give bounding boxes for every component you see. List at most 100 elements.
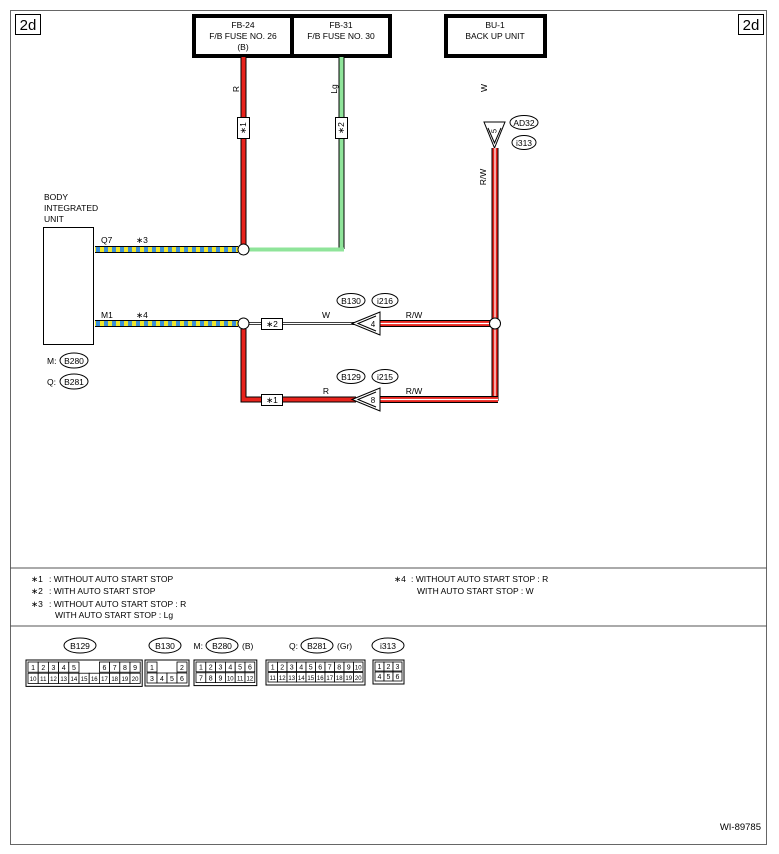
connector-view-pin: 19	[122, 677, 129, 683]
wire-r-lower	[240, 329, 356, 403]
connector-view-pin: 11	[270, 676, 277, 682]
connector-view-pin: 20	[132, 677, 139, 683]
connector-view-pin: 11	[40, 677, 47, 683]
connector-tag-i313-top: i313	[511, 135, 537, 150]
connector-view-tag-oval	[300, 637, 334, 654]
connector-view-pin: 4	[378, 674, 382, 681]
connector-view-pin: 17	[326, 676, 333, 682]
connector-view-pin: 13	[288, 676, 295, 682]
connector-view-cell	[353, 661, 364, 672]
connector-view-pin: 4	[62, 665, 66, 672]
connector-view-pin: 11	[237, 676, 244, 682]
connector-view-pin: 12	[50, 677, 57, 683]
connector-view-pin: 7	[199, 675, 203, 682]
connector-view-pin: 6	[248, 665, 252, 672]
connector-tag-b130: B130	[336, 293, 366, 308]
connector-view-pin: 17	[101, 677, 108, 683]
connector-view-tag-oval	[148, 637, 182, 654]
connector-view-pin: 4	[228, 665, 232, 672]
svg-text:B129: B129	[341, 372, 361, 382]
bcm-label-2: INTEGRATED	[44, 203, 98, 213]
connector-view-pin: 12	[279, 676, 286, 682]
notes: ∗1 : WITHOUT AUTO START STOP ∗2 : WITH A…	[31, 574, 548, 620]
connector-view-pin: 7	[328, 664, 332, 671]
connector-view-cell	[353, 672, 364, 683]
connector-view-pin: 10	[227, 676, 234, 682]
connector-view-pin: 1	[199, 665, 203, 672]
backup-name: BACK UP UNIT	[465, 31, 524, 41]
connector-view-pin: 5	[238, 665, 242, 672]
connector-view-tag-oval	[205, 637, 239, 654]
wire-label-rw-upper: R/W	[406, 310, 423, 320]
fuse-name-fb24: F/B FUSE NO. 26	[209, 31, 277, 41]
svg-text:B130: B130	[341, 296, 361, 306]
svg-text:i313: i313	[516, 138, 532, 148]
connector-view-tag: i313	[380, 641, 396, 651]
note-mark-3: ∗3	[31, 599, 43, 609]
star-tag-s2-horizontal: ∗2	[261, 318, 283, 330]
wire-label-lg-top: Lg	[329, 84, 339, 94]
connector-view-cell	[244, 672, 256, 683]
fuse-code-fb31: FB-31	[329, 20, 352, 30]
svg-text:2d: 2d	[743, 17, 760, 34]
svg-text:M:: M:	[47, 356, 56, 366]
connector-tag-ad32: AD32	[509, 115, 539, 130]
note-mark-2: ∗2	[31, 586, 43, 596]
connector-b130-pin: 4	[350, 311, 381, 336]
connector-view-pin: 16	[317, 676, 324, 682]
connector-view-cell	[392, 671, 403, 682]
backup-code: BU-1	[485, 20, 505, 30]
wire-label-r-top: R	[231, 86, 241, 92]
connector-view-pin: 9	[347, 664, 351, 671]
connector-view-pin: 8	[337, 664, 341, 671]
svg-text:∗2: ∗2	[336, 122, 346, 134]
svg-text:∗1: ∗1	[238, 122, 248, 134]
connector-view-pin: 10	[355, 665, 362, 671]
connector-view-pin: 6	[103, 665, 107, 672]
connector-view-pin: 9	[133, 665, 137, 672]
connector-view-suffix: (Gr)	[337, 641, 352, 651]
wire-m1-striped	[95, 320, 238, 327]
connector-view-pin: 5	[170, 676, 174, 683]
connector-view-pin: 4	[160, 676, 164, 683]
connector-tag-i216: i216	[371, 293, 399, 308]
star-tag-s1-vertical: ∗1	[237, 117, 250, 139]
body-integrated-unit: BODY INTEGRATED UNIT	[43, 192, 98, 345]
connector-view-pin: 3	[219, 665, 223, 672]
connector-view-pin: 18	[111, 677, 118, 683]
connector-view-pin: 3	[52, 665, 56, 672]
connector-view-tag: B280	[212, 641, 232, 651]
connector-view-cell	[392, 661, 403, 672]
backup-unit-box: BU-1 BACK UP UNIT	[444, 14, 547, 58]
connector-view-pin: 6	[396, 674, 400, 681]
connector-view-pin: 19	[345, 676, 352, 682]
star-label-s3: ∗3	[136, 235, 148, 245]
bcm-label-1: BODY	[44, 192, 68, 202]
page-tag-left: 2d	[15, 14, 41, 35]
connector-view-pin: 2	[280, 664, 284, 671]
connector-view-tag: B129	[70, 641, 90, 651]
connector-view-pin: 6	[318, 664, 322, 671]
connector-view-pin: 5	[387, 674, 391, 681]
svg-text:B280: B280	[64, 356, 84, 366]
wire-label-rw-lower: R/W	[406, 386, 423, 396]
note-text-3b: WITH AUTO START STOP : Lg	[55, 610, 173, 620]
junction-m1	[237, 317, 250, 330]
connector-view-cell	[176, 661, 188, 673]
connector-view-pin: 7	[113, 665, 117, 672]
connector-view-pin: 1	[31, 665, 35, 672]
connector-view-pin: 14	[71, 677, 78, 683]
bcm-connector-q: Q: B281	[47, 373, 89, 390]
fuse-name-fb31: F/B FUSE NO. 30	[307, 31, 375, 41]
svg-text:AD32: AD32	[513, 118, 535, 128]
bcm-label-3: UNIT	[44, 214, 64, 224]
star-label-s4: ∗4	[136, 310, 148, 320]
svg-text:B281: B281	[64, 377, 84, 387]
note-text-3: : WITHOUT AUTO START STOP : R	[49, 599, 186, 609]
svg-text:Q:: Q:	[47, 377, 56, 387]
connector-view-pin: 18	[336, 676, 343, 682]
connector-view-tag: B130	[155, 641, 175, 651]
connector-view-pin: 15	[307, 676, 314, 682]
svg-text:i216: i216	[377, 296, 393, 306]
note-mark-1: ∗1	[31, 574, 43, 584]
